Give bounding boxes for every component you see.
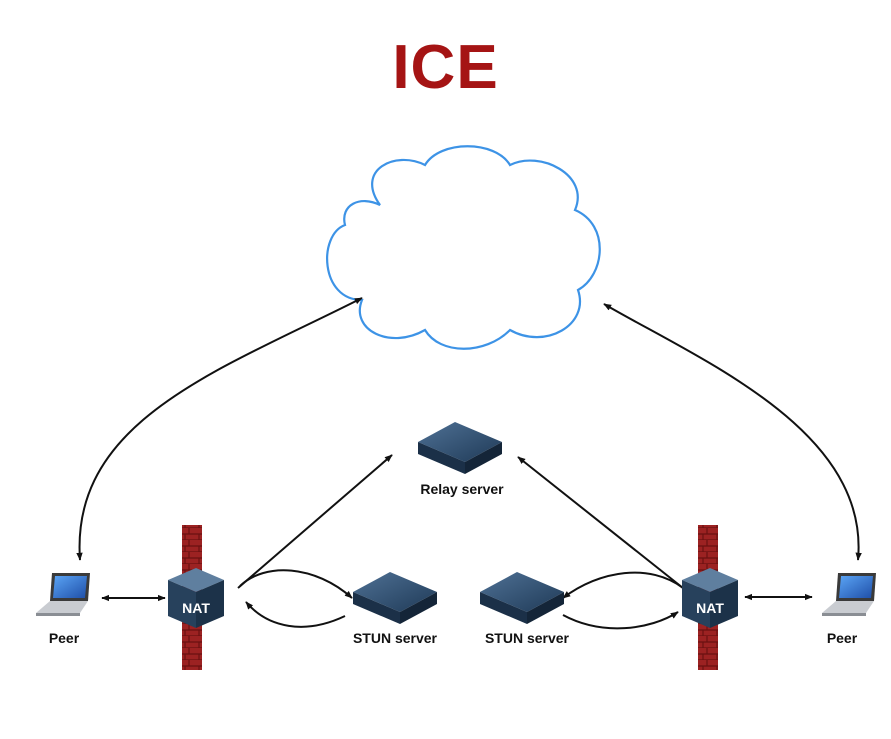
stun-right-label: STUN server [485,630,570,646]
connection-arrows [76,297,862,630]
cloud-icon [326,145,601,350]
arrow-stun-nat-right [562,611,679,630]
arrow-nat-left-relay [237,454,393,589]
arrow-stun-nat-left [245,601,346,628]
arrow-nat-right-stun [562,571,684,599]
stun-left-server-icon [353,572,437,624]
peer-left-laptop-icon [36,573,90,616]
nat-left-label: NAT [182,600,210,616]
stun-right-server-icon [480,572,564,624]
nat-right-router-icon: NAT [682,568,738,628]
relay-server-icon [418,422,502,474]
peer-left-label: Peer [49,630,80,646]
arrow-peer-left-cloud [76,297,363,561]
relay-server-label: Relay server [420,481,504,497]
arrow-relay-nat-right [517,456,684,589]
arrow-nat-left-stun [239,569,353,599]
peer-right-laptop-icon [822,573,876,616]
nat-right-label: NAT [696,600,724,616]
peer-right-label: Peer [827,630,858,646]
nat-left-router-icon: NAT [168,568,224,628]
arrow-peer-right-cloud [603,303,862,561]
diagram-title: ICE [392,33,499,102]
stun-left-label: STUN server [353,630,438,646]
